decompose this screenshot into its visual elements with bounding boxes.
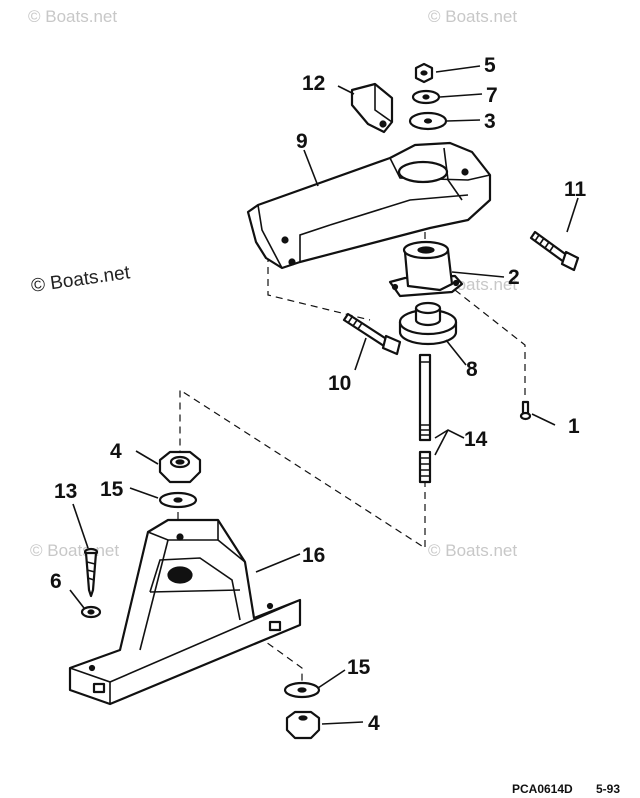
- flat-washer-upper-part: [158, 491, 198, 509]
- callout-15-lower: 15: [347, 656, 371, 679]
- callout-7: 7: [486, 84, 498, 107]
- callout-3: 3: [484, 110, 496, 133]
- watermark-lower-left: © Boats.net: [30, 541, 119, 560]
- clamp-block-part: [350, 82, 394, 134]
- callout-14: 14: [464, 428, 488, 451]
- drawing-date: 5-93: [596, 782, 620, 796]
- callout-16: 16: [302, 544, 325, 567]
- callout-12: 12: [302, 72, 325, 95]
- callout-leader-lines: [69, 65, 579, 725]
- hex-nut-lower-part: [285, 710, 321, 740]
- callout-1: 1: [568, 415, 580, 438]
- drawing-code: PCA0614D: [512, 782, 573, 796]
- threaded-stud-lower-part: [418, 450, 432, 484]
- watermark-top-left: © Boats.net: [28, 7, 117, 26]
- bolt-short-part: [342, 312, 402, 356]
- hex-nut-upper-part: [158, 450, 202, 484]
- callout-4-lower: 4: [368, 712, 380, 735]
- top-nut-part: [414, 62, 434, 84]
- callout-13: 13: [54, 480, 77, 503]
- rubber-mount-part: [388, 240, 464, 298]
- threaded-stud-upper-part: [418, 353, 432, 442]
- callout-2: 2: [508, 266, 520, 289]
- callout-5: 5: [484, 54, 496, 77]
- small-washer-part: [411, 89, 441, 105]
- lag-screw-part: [83, 547, 99, 598]
- lock-washer-part: [80, 605, 102, 619]
- callout-15-upper: 15: [100, 478, 124, 501]
- watermark-top-right: © Boats.net: [428, 7, 517, 26]
- callout-10: 10: [328, 372, 351, 395]
- watermark-lower-right: © Boats.net: [428, 541, 517, 560]
- bolt-long-part: [529, 230, 580, 272]
- stepped-spacer-part: [398, 301, 458, 346]
- callout-11: 11: [564, 178, 587, 201]
- mount-bracket-arm-part: [246, 141, 492, 270]
- callout-9: 9: [296, 130, 308, 153]
- large-washer-part: [408, 111, 448, 131]
- callout-8: 8: [466, 358, 478, 381]
- small-screw-part: [519, 400, 532, 421]
- watermark-middle-left: © Boats.net: [30, 262, 132, 297]
- mount-stand-part: [68, 518, 302, 706]
- callout-4-upper: 4: [110, 440, 122, 463]
- callout-6: 6: [50, 570, 62, 593]
- flat-washer-lower-part: [283, 681, 321, 699]
